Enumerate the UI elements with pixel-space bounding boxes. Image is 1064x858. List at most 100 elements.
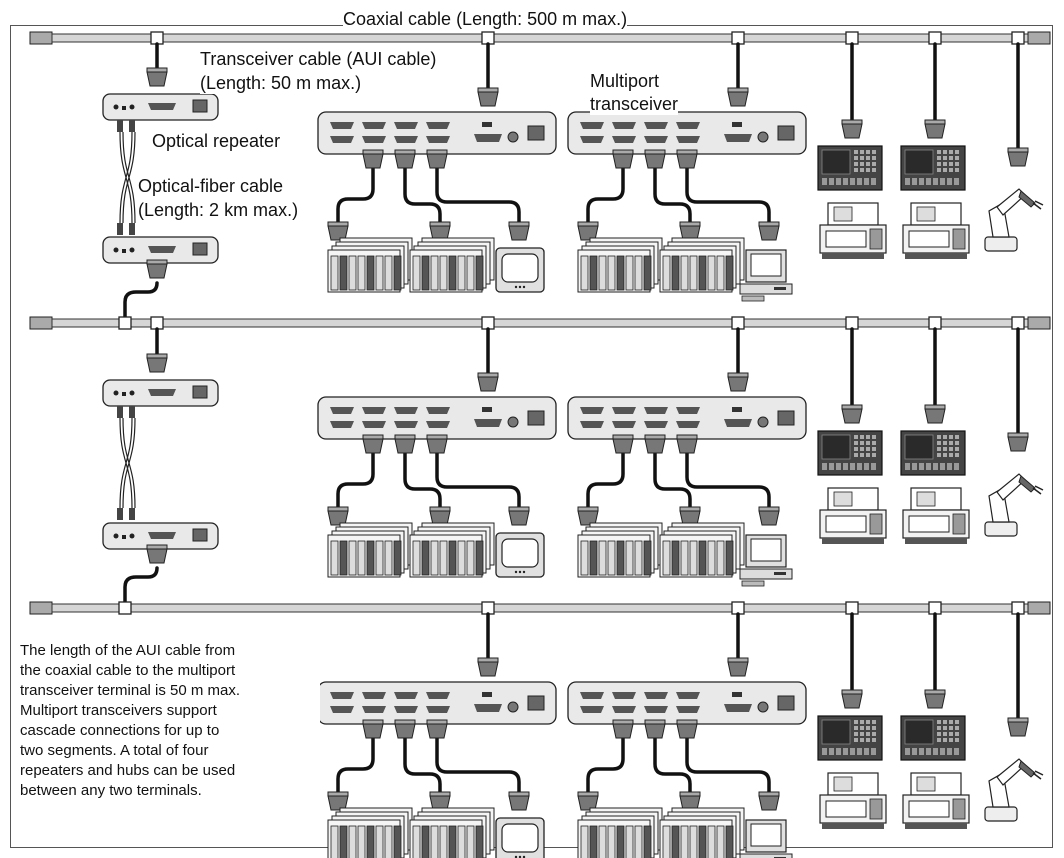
note-line: transceiver terminal is 50 m max. [20, 682, 241, 699]
aui-cable [403, 449, 442, 519]
machine-tool [902, 487, 970, 544]
aui-port [580, 421, 604, 428]
coax-line [51, 33, 1029, 43]
aui-port [644, 407, 668, 414]
connector-plug [644, 149, 666, 169]
aui-port [612, 407, 636, 414]
aui-cable [653, 164, 692, 234]
aui-port [580, 122, 604, 129]
plc-rack [409, 807, 495, 858]
aui-port [644, 692, 668, 699]
multiport-transceiver-label-line1: Multiport [590, 70, 660, 92]
plc-rack [409, 522, 495, 578]
connector-plug [676, 434, 698, 454]
machine-tool [819, 772, 887, 829]
aui-port [426, 421, 450, 428]
machine-tool [819, 487, 887, 544]
personal-computer [739, 534, 793, 587]
optical-repeater-unit [102, 236, 219, 264]
connector-plug [924, 689, 946, 709]
aui-cable-label-line1: Transceiver cable (AUI cable) [200, 48, 437, 70]
coax-tap [481, 601, 495, 615]
coax-terminator [29, 316, 53, 330]
connector-plug [394, 434, 416, 454]
connector-plug [727, 657, 749, 677]
multiport-transceiver-unit [567, 681, 807, 725]
aui-port [394, 692, 418, 699]
connector-plug [676, 719, 698, 739]
optical-fiber-label-line1: Optical-fiber cable [138, 175, 284, 197]
aui-port [612, 692, 636, 699]
aui-cable [653, 734, 692, 804]
connector-plug [362, 149, 384, 169]
coax-line [51, 603, 1029, 613]
plc-rack [577, 807, 663, 858]
aui-port [362, 407, 386, 414]
aui-port [362, 122, 386, 129]
connector-plug [146, 67, 168, 87]
connector-plug [508, 221, 530, 241]
coax-tap [1011, 31, 1025, 45]
connector-plug [146, 259, 168, 279]
connector-plug [477, 372, 499, 392]
coax-terminator [29, 601, 53, 615]
connector-plug [508, 506, 530, 526]
connector-plug [362, 719, 384, 739]
aui-cable [586, 449, 625, 519]
monitor [495, 817, 545, 858]
optical-fiber-cable [117, 406, 136, 520]
optical-repeater-unit [102, 379, 219, 407]
aui-port [644, 706, 668, 713]
aui-cable [336, 164, 375, 234]
optical-repeater-unit [102, 93, 219, 121]
coax-terminator [1027, 316, 1051, 330]
aui-port [580, 692, 604, 699]
connector-plug [426, 434, 448, 454]
aui-port [330, 136, 354, 143]
connector-plug [477, 657, 499, 677]
aui-port [612, 421, 636, 428]
multiport-transceiver-unit [317, 396, 557, 440]
coaxial-cable [29, 601, 1051, 615]
aui-cable [336, 734, 375, 804]
coax-tap [481, 31, 495, 45]
robot-arm [984, 473, 1044, 537]
connector-plug [429, 221, 451, 241]
connector-plug [1007, 147, 1029, 167]
coax-tap [150, 31, 164, 45]
connector-plug [1007, 432, 1029, 452]
note-line: two segments. A total of four [20, 742, 209, 759]
aui-cable [435, 734, 521, 804]
connector-plug [327, 506, 349, 526]
coax-tap [928, 601, 942, 615]
connector-plug [394, 719, 416, 739]
note-line: repeaters and hubs can be used [20, 762, 236, 779]
aui-cable [435, 449, 521, 519]
connector-plug [477, 87, 499, 107]
aui-cable [586, 734, 625, 804]
coaxial-cable-label: Coaxial cable (Length: 500 m max.) [343, 8, 628, 30]
note-line: The length of the AUI cable from [20, 642, 236, 659]
coax-terminator [1027, 601, 1051, 615]
aui-port [426, 706, 450, 713]
aui-port [580, 706, 604, 713]
aui-port [676, 407, 700, 414]
aui-port [644, 122, 668, 129]
coax-tap [845, 601, 859, 615]
connector-plug [841, 404, 863, 424]
aui-port [362, 136, 386, 143]
coax-line [51, 318, 1029, 328]
monitor [495, 532, 545, 578]
connector-plug [924, 404, 946, 424]
aui-cable [435, 164, 521, 234]
aui-port [426, 692, 450, 699]
aui-port [330, 122, 354, 129]
aui-port [676, 421, 700, 428]
aui-port [612, 706, 636, 713]
note-line: the coaxial cable to the multiport [20, 662, 236, 679]
aui-cable [685, 164, 771, 234]
connector-plug [1007, 717, 1029, 737]
aui-port [676, 136, 700, 143]
plc-rack [659, 807, 745, 858]
aui-port [330, 692, 354, 699]
